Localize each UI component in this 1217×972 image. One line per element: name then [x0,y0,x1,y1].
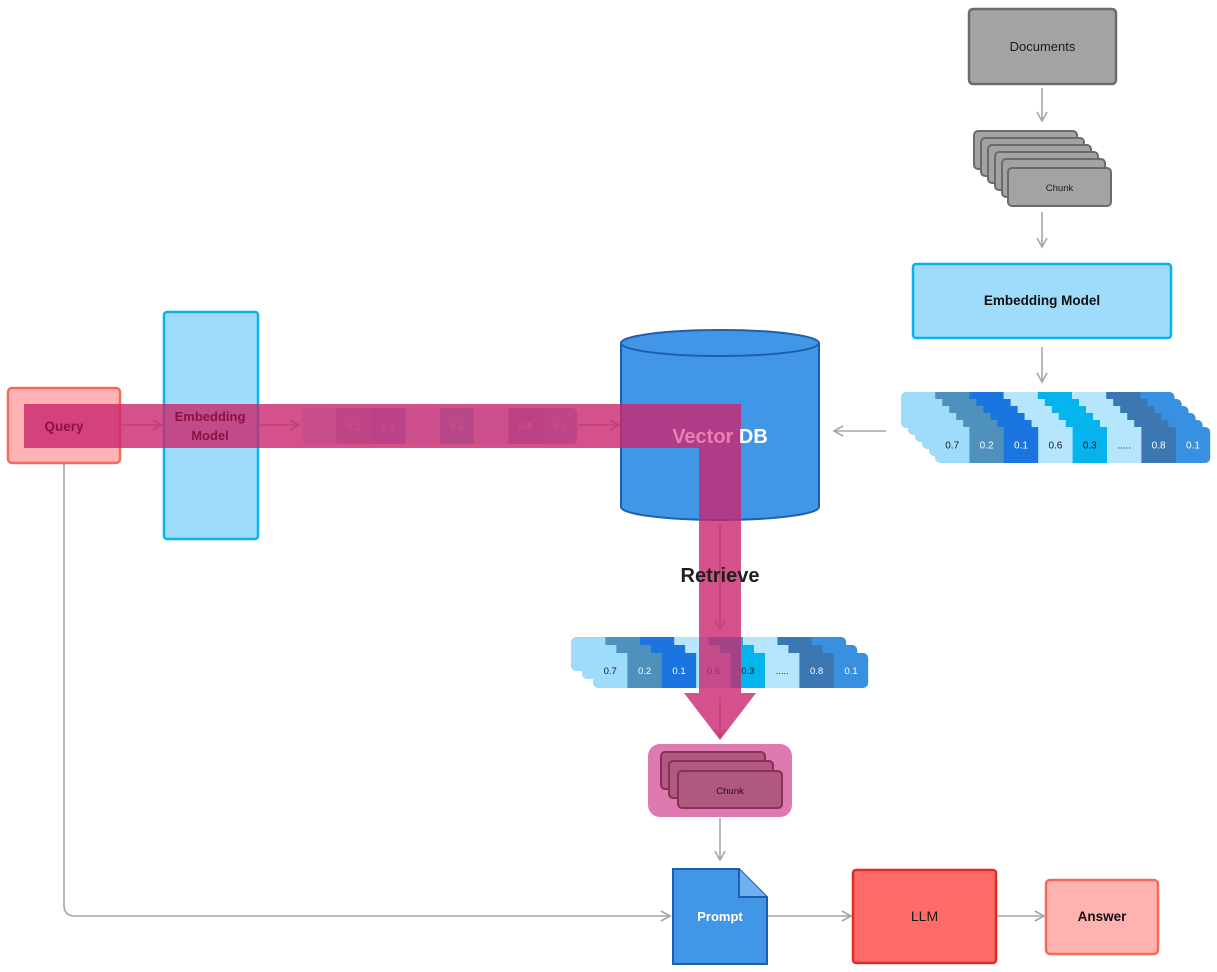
vector-cell [1038,427,1074,463]
vector-cell-value: 0.1 [844,666,857,677]
vector-cell [833,653,869,688]
retrieval-path-highlight [24,404,756,740]
llm-label: LLM [911,908,938,924]
vector-cell-value: 0.3 [1083,441,1097,452]
vector-db-label: Vector DB [672,426,768,448]
vector-cell [1072,427,1108,463]
retrieved-chunk-label: Chunk [716,786,744,797]
prompt-node: Prompt [672,868,768,965]
llm-node: LLM [851,868,998,965]
vector-cell-value: 0.2 [980,441,994,452]
vector-cell [969,427,1005,463]
vector-strip: 0.7 0.2 0.1 0.6 0.3..... 0.8 0.1 [935,427,1211,463]
documents-node: Documents [967,7,1118,86]
vector-cell-value: 0.8 [810,666,823,677]
vector-cell-value: 0.7 [604,666,617,677]
embedding-model-right-label: Embedding Model [984,293,1100,308]
vector-cell [593,653,628,688]
embedding-model-right: Embedding Model [911,262,1173,340]
chunk-label: Chunk [1046,183,1074,194]
prompt-label: Prompt [697,909,743,924]
vector-cell [1107,427,1142,463]
vector-cell-value: 0.1 [672,666,685,677]
chunk-stack: Chunk [973,130,1112,207]
embedding-model-left-line2: Model [191,428,229,443]
vector-db-label-word1: Vector [672,426,733,448]
embedding-model-left-line1: Embedding [175,409,246,424]
vector-cell-value: ..... [776,666,789,677]
retrieved-chunks: Chunk [648,744,792,817]
vector-cell-value: 0.8 [1152,441,1166,452]
vector-cell [1003,427,1039,463]
document-vector-stack: 0.7 0.2 0.1 0.6 0.3..... 0.8 0.1 [901,392,1211,463]
vector-cell [1141,427,1177,463]
vector-cell-value: 0.6 [1048,441,1062,452]
answer-label: Answer [1078,909,1128,924]
vector-strip: 0.70.20.10.60.3.....0.80.1 [593,653,869,688]
vector-cell-value: 0.1 [1014,441,1028,452]
vector-cell [627,653,663,688]
vector-cell-value: ..... [1117,441,1131,452]
answer-node: Answer [1044,878,1160,956]
vector-cell [935,427,970,463]
vector-cell-value: 0.7 [945,441,959,452]
query-label: Query [44,419,84,434]
vector-cell [799,653,835,688]
connector-query-to-prompt [63,464,672,922]
documents-label: Documents [1010,39,1076,54]
vector-cell-value: 0.3 [741,666,754,677]
vector-cell-value: 0.1 [1186,441,1200,452]
vector-cell-value: 0.2 [638,666,651,677]
vector-cell [765,653,800,688]
retrieve-label: Retrieve [681,565,760,587]
vector-cell [661,653,697,688]
vector-cell [1175,427,1211,463]
vector-db-label-word2: DB [739,426,768,448]
